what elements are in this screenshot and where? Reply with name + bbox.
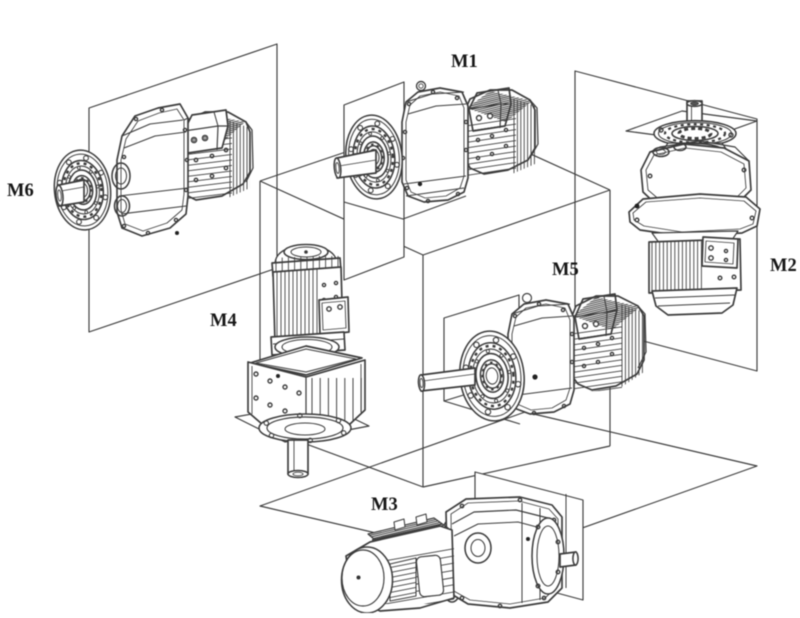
svg-text:M3: M3 bbox=[371, 495, 398, 515]
svg-text:M1: M1 bbox=[451, 52, 478, 72]
svg-text:M2: M2 bbox=[770, 256, 797, 276]
svg-text:M4: M4 bbox=[210, 311, 237, 331]
svg-text:M6: M6 bbox=[7, 181, 34, 201]
svg-text:M5: M5 bbox=[552, 260, 579, 280]
